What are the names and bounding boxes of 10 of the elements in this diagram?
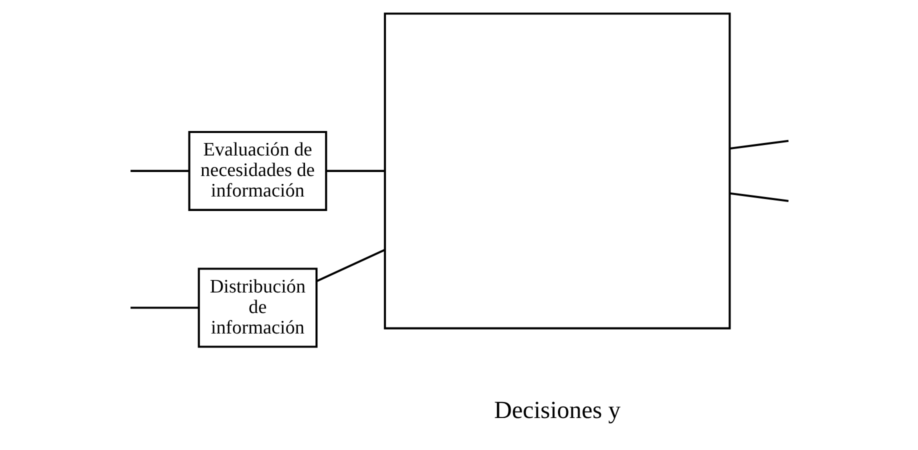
connector [316, 248, 385, 282]
connector [130, 306, 198, 309]
connector [326, 170, 384, 172]
node-box: Evaluación de necesidades de información [188, 130, 327, 211]
node-box: Distribución de información [197, 268, 318, 348]
connector [729, 192, 788, 202]
connector [130, 170, 189, 172]
label: Decisiones y [494, 396, 620, 424]
node-box [383, 12, 730, 330]
connector [729, 140, 788, 150]
